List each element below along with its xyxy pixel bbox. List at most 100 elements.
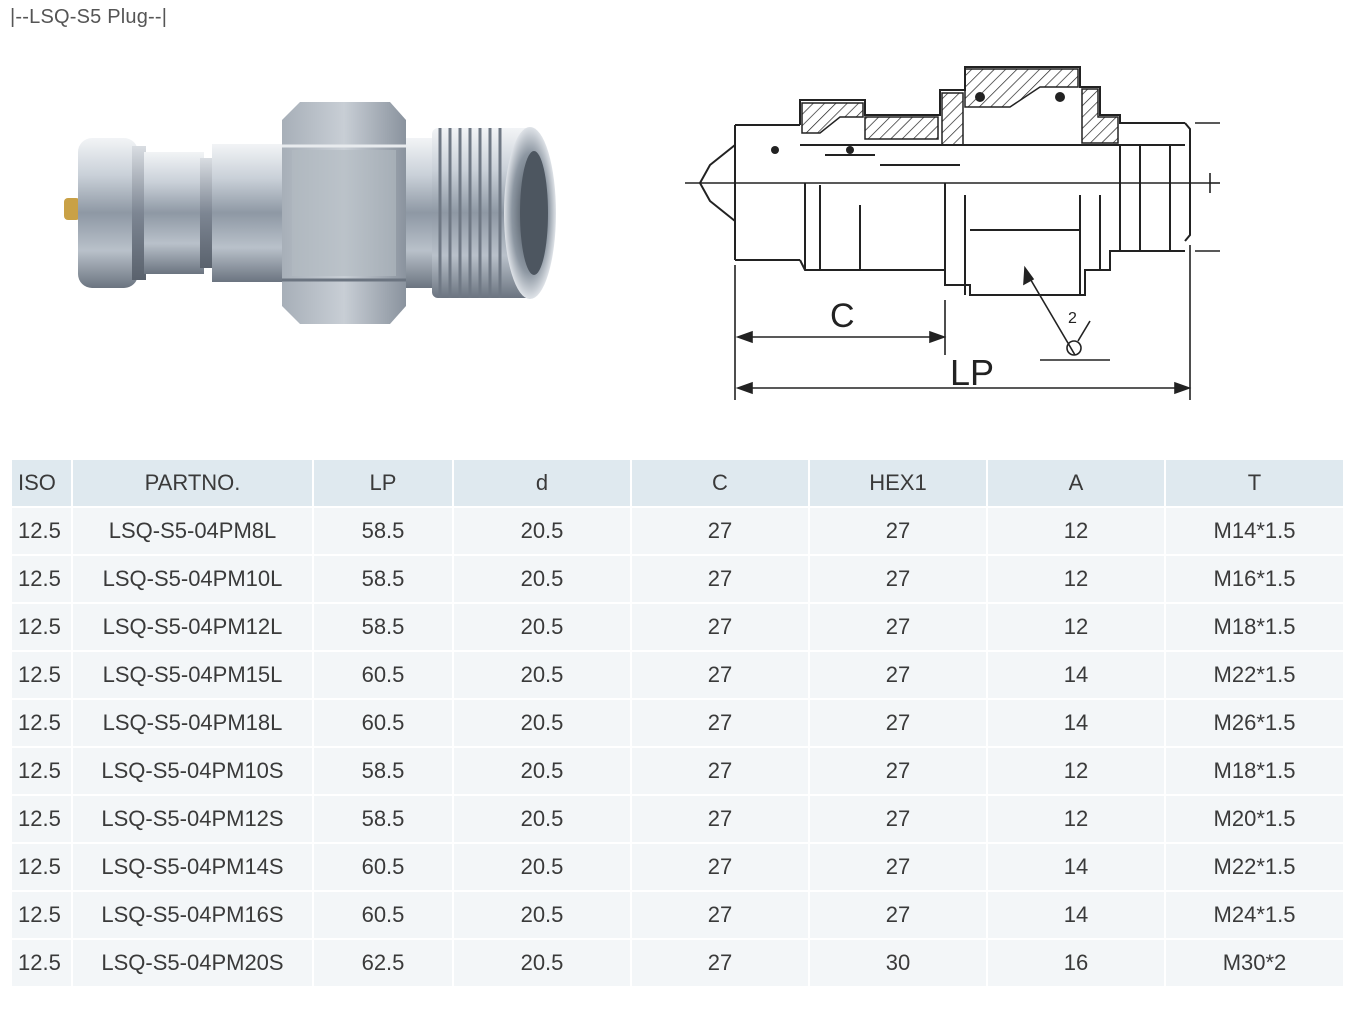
col-header-t: T <box>1166 460 1343 506</box>
cell-iso: 12.5 <box>12 796 71 842</box>
table-row: 12.5 LSQ-S5-04PM14S 60.5 20.5 27 27 14 M… <box>12 844 1343 890</box>
cell-a: 14 <box>988 700 1164 746</box>
plug-photo <box>64 102 556 324</box>
cell-partno: LSQ-S5-04PM18L <box>73 700 312 746</box>
col-header-c: C <box>632 460 808 506</box>
cell-c: 27 <box>632 652 808 698</box>
cell-a: 16 <box>988 940 1164 986</box>
cell-c: 27 <box>632 508 808 554</box>
cell-hex1: 27 <box>810 652 986 698</box>
cell-lp: 60.5 <box>314 652 452 698</box>
table-row: 12.5 LSQ-S5-04PM12L 58.5 20.5 27 27 12 M… <box>12 604 1343 650</box>
cell-iso: 12.5 <box>12 844 71 890</box>
brass-tip <box>64 198 80 220</box>
col-header-d: d <box>454 460 630 506</box>
cell-hex1: 27 <box>810 892 986 938</box>
cell-c: 27 <box>632 700 808 746</box>
cell-a: 12 <box>988 604 1164 650</box>
cell-iso: 12.5 <box>12 652 71 698</box>
cell-lp: 60.5 <box>314 844 452 890</box>
cell-iso: 12.5 <box>12 892 71 938</box>
cell-d: 20.5 <box>454 844 630 890</box>
cell-a: 14 <box>988 892 1164 938</box>
cell-lp: 58.5 <box>314 604 452 650</box>
cell-t: M22*1.5 <box>1166 844 1343 890</box>
cell-hex1: 27 <box>810 844 986 890</box>
table-header-row: ISO PARTNO. LP d C HEX1 A T <box>12 460 1343 506</box>
spec-table: ISO PARTNO. LP d C HEX1 A T 12.5 LSQ-S5-… <box>10 458 1345 988</box>
cell-partno: LSQ-S5-04PM10S <box>73 748 312 794</box>
cell-d: 20.5 <box>454 652 630 698</box>
cell-partno: LSQ-S5-04PM8L <box>73 508 312 554</box>
table-row: 12.5 LSQ-S5-04PM20S 62.5 20.5 27 30 16 M… <box>12 940 1343 986</box>
cell-hex1: 27 <box>810 556 986 602</box>
cell-a: 12 <box>988 748 1164 794</box>
cell-partno: LSQ-S5-04PM16S <box>73 892 312 938</box>
cell-lp: 60.5 <box>314 700 452 746</box>
cell-d: 20.5 <box>454 796 630 842</box>
cell-a: 12 <box>988 796 1164 842</box>
cell-lp: 62.5 <box>314 940 452 986</box>
col-header-lp: LP <box>314 460 452 506</box>
cell-lp: 58.5 <box>314 508 452 554</box>
cell-c: 27 <box>632 796 808 842</box>
cell-t: M14*1.5 <box>1166 508 1343 554</box>
cell-hex1: 27 <box>810 700 986 746</box>
table-row: 12.5 LSQ-S5-04PM16S 60.5 20.5 27 27 14 M… <box>12 892 1343 938</box>
cell-partno: LSQ-S5-04PM10L <box>73 556 312 602</box>
cell-iso: 12.5 <box>12 604 71 650</box>
cell-a: 14 <box>988 844 1164 890</box>
drawing-label-angle: 2 <box>1068 310 1077 327</box>
cell-hex1: 27 <box>810 604 986 650</box>
cell-partno: LSQ-S5-04PM15L <box>73 652 312 698</box>
cell-c: 27 <box>632 556 808 602</box>
col-header-hex1: HEX1 <box>810 460 986 506</box>
cell-t: M20*1.5 <box>1166 796 1343 842</box>
cell-lp: 58.5 <box>314 556 452 602</box>
cell-partno: LSQ-S5-04PM12S <box>73 796 312 842</box>
cell-iso: 12.5 <box>12 700 71 746</box>
cell-hex1: 27 <box>810 748 986 794</box>
cell-c: 27 <box>632 940 808 986</box>
cell-iso: 12.5 <box>12 940 71 986</box>
cell-t: M26*1.5 <box>1166 700 1343 746</box>
cell-d: 20.5 <box>454 748 630 794</box>
cell-t: M22*1.5 <box>1166 652 1343 698</box>
cell-iso: 12.5 <box>12 556 71 602</box>
cell-c: 27 <box>632 892 808 938</box>
cell-d: 20.5 <box>454 892 630 938</box>
cell-t: M30*2 <box>1166 940 1343 986</box>
cell-t: M18*1.5 <box>1166 748 1343 794</box>
cell-c: 27 <box>632 748 808 794</box>
cell-t: M16*1.5 <box>1166 556 1343 602</box>
table-row: 12.5 LSQ-S5-04PM10S 58.5 20.5 27 27 12 M… <box>12 748 1343 794</box>
cell-d: 20.5 <box>454 556 630 602</box>
cell-lp: 58.5 <box>314 748 452 794</box>
cell-hex1: 30 <box>810 940 986 986</box>
cell-d: 20.5 <box>454 940 630 986</box>
table-row: 12.5 LSQ-S5-04PM10L 58.5 20.5 27 27 12 M… <box>12 556 1343 602</box>
cell-lp: 58.5 <box>314 796 452 842</box>
cell-a: 14 <box>988 652 1164 698</box>
col-header-iso: ISO <box>12 460 71 506</box>
cell-hex1: 27 <box>810 796 986 842</box>
col-header-a: A <box>988 460 1164 506</box>
cell-partno: LSQ-S5-04PM20S <box>73 940 312 986</box>
cell-partno: LSQ-S5-04PM12L <box>73 604 312 650</box>
table-row: 12.5 LSQ-S5-04PM15L 60.5 20.5 27 27 14 M… <box>12 652 1343 698</box>
cell-hex1: 27 <box>810 508 986 554</box>
cell-d: 20.5 <box>454 604 630 650</box>
col-header-partno: PARTNO. <box>73 460 312 506</box>
cell-d: 20.5 <box>454 508 630 554</box>
page-title: |--LSQ-S5 Plug--| <box>10 6 168 28</box>
drawing-label-c: C <box>830 297 855 335</box>
table-row: 12.5 LSQ-S5-04PM8L 58.5 20.5 27 27 12 M1… <box>12 508 1343 554</box>
cell-iso: 12.5 <box>12 748 71 794</box>
cell-c: 27 <box>632 604 808 650</box>
cell-t: M24*1.5 <box>1166 892 1343 938</box>
cell-lp: 60.5 <box>314 892 452 938</box>
drawing-label-lp: LP <box>950 352 994 393</box>
cell-c: 27 <box>632 844 808 890</box>
cell-t: M18*1.5 <box>1166 604 1343 650</box>
cell-d: 20.5 <box>454 700 630 746</box>
